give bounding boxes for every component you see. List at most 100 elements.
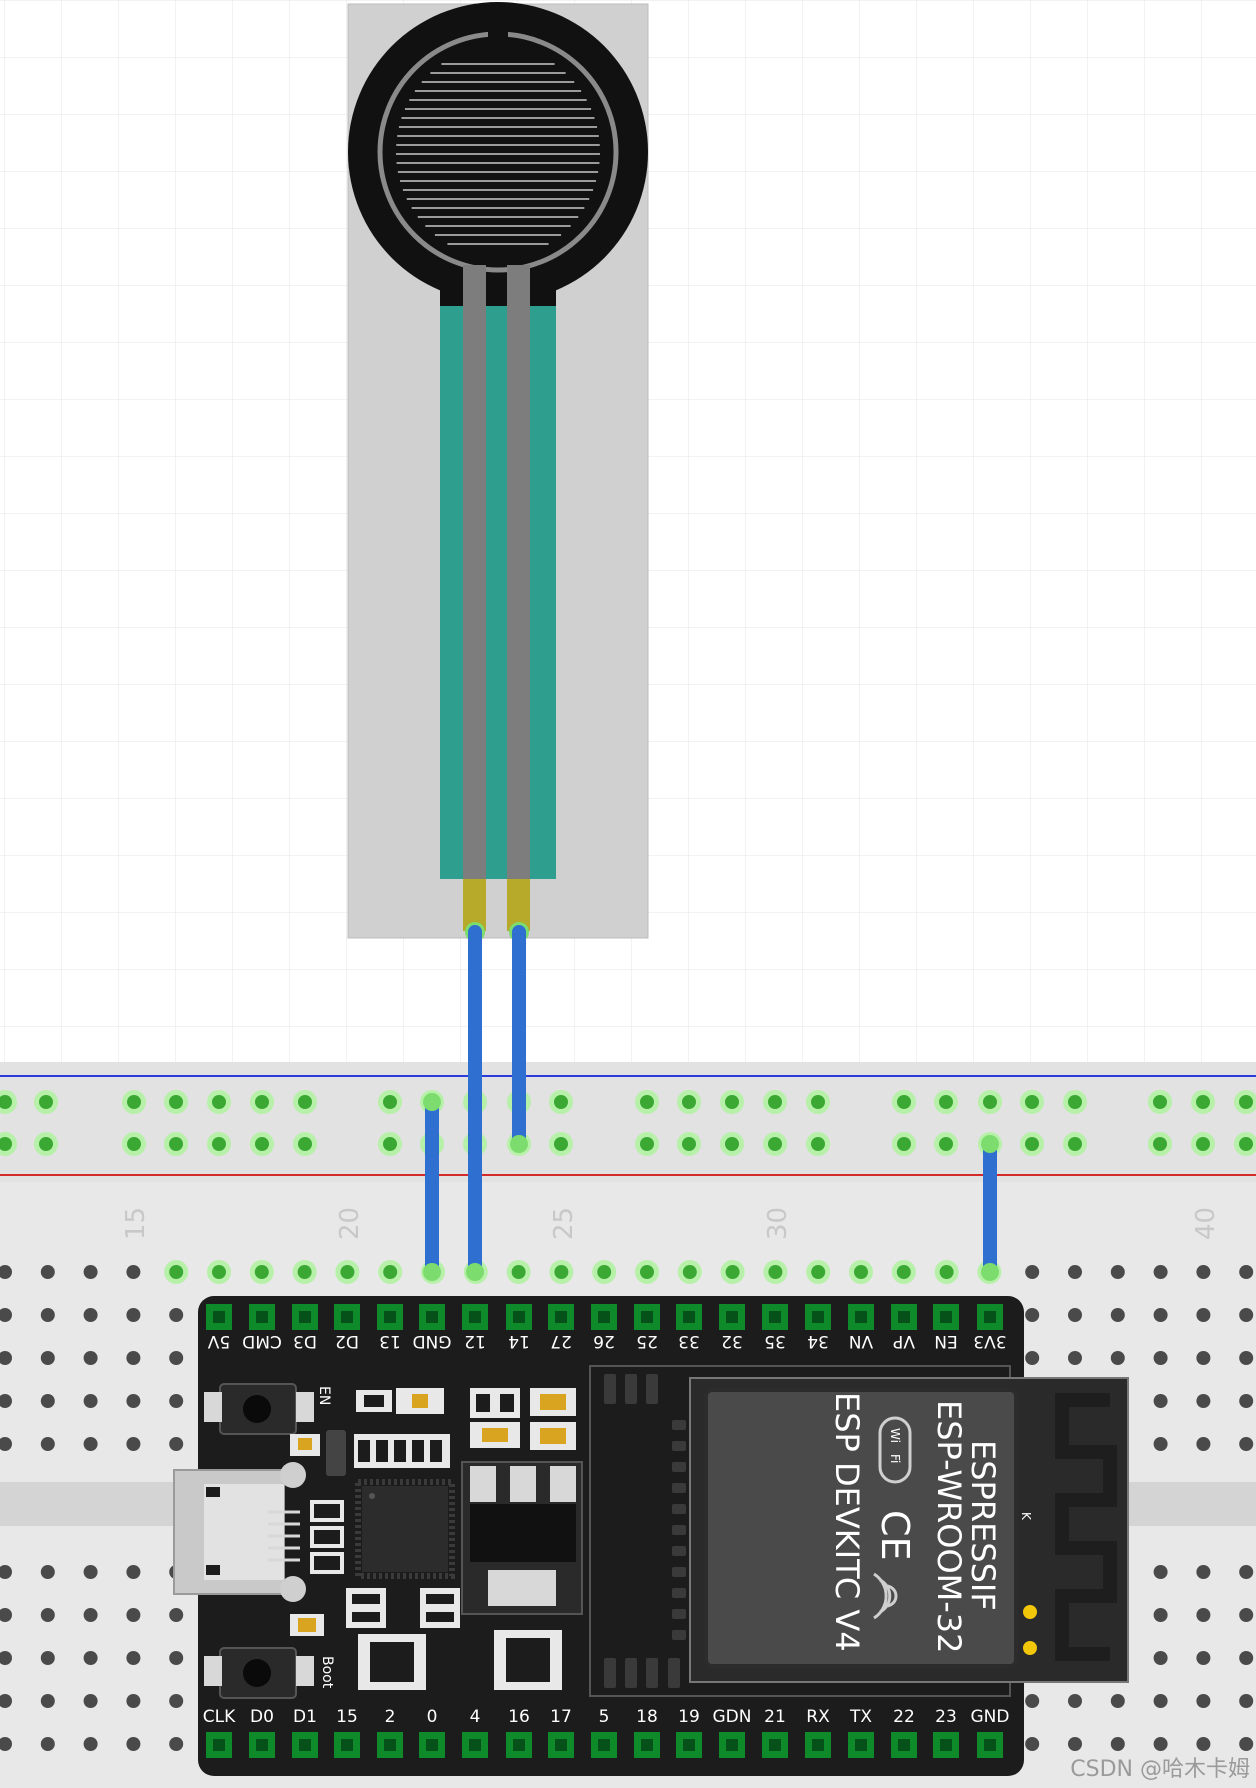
rail-hole[interactable] [127, 1095, 141, 1109]
breadboard-hole[interactable] [1153, 1608, 1168, 1622]
boot-button[interactable] [204, 1647, 314, 1699]
breadboard-hole[interactable] [254, 1265, 269, 1279]
breadboard-hole[interactable] [1196, 1351, 1211, 1365]
rail-hole[interactable] [39, 1137, 53, 1151]
breadboard-hole[interactable] [640, 1265, 654, 1279]
breadboard-hole[interactable] [40, 1565, 55, 1579]
breadboard-hole[interactable] [1153, 1651, 1168, 1665]
rail-hole[interactable] [1025, 1095, 1039, 1109]
breadboard-hole[interactable] [1239, 1394, 1254, 1408]
rail-hole[interactable] [383, 1095, 397, 1109]
breadboard-hole[interactable] [40, 1308, 55, 1322]
breadboard-hole[interactable] [1110, 1737, 1125, 1751]
breadboard-hole[interactable] [554, 1265, 569, 1279]
breadboard-hole[interactable] [1239, 1308, 1254, 1322]
breadboard-hole[interactable] [1239, 1437, 1254, 1451]
breadboard-hole[interactable] [1025, 1308, 1040, 1322]
rail-hole[interactable] [383, 1137, 397, 1151]
breadboard-hole[interactable] [83, 1565, 98, 1579]
breadboard-hole[interactable] [83, 1694, 98, 1708]
rail-hole[interactable] [1196, 1137, 1210, 1151]
rail-hole[interactable] [39, 1095, 53, 1109]
rail-hole[interactable] [212, 1137, 226, 1151]
breadboard-hole[interactable] [1196, 1651, 1211, 1665]
breadboard-hole[interactable] [1025, 1737, 1040, 1751]
breadboard-hole[interactable] [169, 1351, 184, 1365]
breadboard-hole[interactable] [1068, 1737, 1082, 1751]
rail-hole[interactable] [212, 1095, 226, 1109]
breadboard-hole[interactable] [1196, 1308, 1211, 1322]
rail-hole[interactable] [1196, 1095, 1210, 1109]
breadboard-hole[interactable] [1068, 1308, 1082, 1322]
breadboard-hole[interactable] [1068, 1265, 1082, 1279]
breadboard-hole[interactable] [939, 1265, 954, 1279]
breadboard-hole[interactable] [40, 1351, 55, 1365]
rail-hole[interactable] [0, 1137, 12, 1151]
breadboard-hole[interactable] [169, 1308, 184, 1322]
breadboard-hole[interactable] [83, 1394, 98, 1408]
rail-hole[interactable] [1153, 1137, 1167, 1151]
breadboard-hole[interactable] [83, 1437, 98, 1451]
breadboard-hole[interactable] [126, 1694, 141, 1708]
breadboard-hole[interactable] [1153, 1394, 1168, 1408]
breadboard-hole[interactable] [1239, 1651, 1254, 1665]
rail-hole[interactable] [169, 1095, 183, 1109]
breadboard-hole[interactable] [40, 1437, 55, 1451]
rail-hole[interactable] [127, 1137, 141, 1151]
breadboard-hole[interactable] [1239, 1565, 1254, 1579]
breadboard-hole[interactable] [1110, 1308, 1125, 1322]
rail-hole[interactable] [1153, 1095, 1167, 1109]
rail-hole[interactable] [169, 1137, 183, 1151]
breadboard-hole[interactable] [383, 1265, 398, 1279]
rail-hole[interactable] [725, 1095, 739, 1109]
breadboard-hole[interactable] [1196, 1737, 1211, 1751]
breadboard-hole[interactable] [1025, 1694, 1040, 1708]
breadboard-hole[interactable] [0, 1737, 12, 1751]
breadboard-hole[interactable] [1110, 1694, 1125, 1708]
rail-hole[interactable] [1025, 1137, 1039, 1151]
breadboard-hole[interactable] [83, 1737, 98, 1751]
breadboard-hole[interactable] [1153, 1308, 1168, 1322]
breadboard-hole[interactable] [1196, 1437, 1211, 1451]
breadboard-hole[interactable] [896, 1265, 911, 1279]
breadboard-hole[interactable] [1025, 1265, 1040, 1279]
breadboard-hole[interactable] [1068, 1694, 1082, 1708]
breadboard-hole[interactable] [40, 1265, 55, 1279]
breadboard-hole[interactable] [1196, 1265, 1211, 1279]
rail-hole[interactable] [682, 1095, 696, 1109]
breadboard-hole[interactable] [40, 1394, 55, 1408]
breadboard-hole[interactable] [126, 1394, 141, 1408]
breadboard-hole[interactable] [854, 1265, 868, 1279]
breadboard-hole[interactable] [1196, 1694, 1211, 1708]
breadboard-hole[interactable] [169, 1608, 184, 1622]
breadboard-hole[interactable] [1110, 1265, 1125, 1279]
breadboard-hole[interactable] [1239, 1265, 1254, 1279]
breadboard-hole[interactable] [126, 1351, 141, 1365]
breadboard-hole[interactable] [1239, 1608, 1254, 1622]
breadboard-hole[interactable] [83, 1265, 98, 1279]
breadboard-hole[interactable] [0, 1394, 12, 1408]
breadboard-hole[interactable] [1153, 1565, 1168, 1579]
breadboard-hole[interactable] [1153, 1265, 1168, 1279]
rail-hole[interactable] [554, 1095, 568, 1109]
breadboard-hole[interactable] [40, 1694, 55, 1708]
breadboard-hole[interactable] [126, 1608, 141, 1622]
breadboard-hole[interactable] [0, 1437, 12, 1451]
breadboard-hole[interactable] [1196, 1608, 1211, 1622]
breadboard-hole[interactable] [83, 1651, 98, 1665]
breadboard-hole[interactable] [126, 1565, 141, 1579]
breadboard-hole[interactable] [169, 1394, 184, 1408]
rail-hole[interactable] [983, 1095, 997, 1109]
breadboard-hole[interactable] [40, 1737, 55, 1751]
force-sensor[interactable] [347, 2, 649, 942]
rail-hole[interactable] [1239, 1137, 1253, 1151]
breadboard-hole[interactable] [1068, 1351, 1082, 1365]
micro-usb-port[interactable] [173, 1462, 306, 1602]
breadboard-hole[interactable] [597, 1265, 612, 1279]
rail-hole[interactable] [640, 1095, 654, 1109]
breadboard-hole[interactable] [1025, 1351, 1040, 1365]
rail-hole[interactable] [1068, 1137, 1082, 1151]
breadboard-hole[interactable] [0, 1651, 12, 1665]
breadboard-hole[interactable] [1196, 1565, 1211, 1579]
breadboard-hole[interactable] [725, 1265, 740, 1279]
